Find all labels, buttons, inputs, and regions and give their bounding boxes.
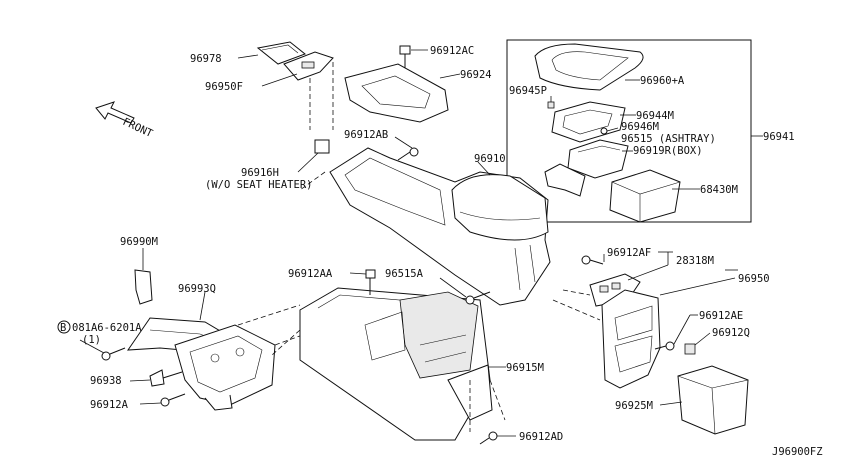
label-96925M: 96925M	[615, 400, 653, 412]
label-96941: 96941	[763, 131, 795, 143]
front-arrow-icon: FRONT	[95, 101, 155, 141]
part-96912AD-screw	[479, 431, 498, 445]
label-96515A: 96515A	[385, 268, 424, 280]
bolt-symbol: B	[60, 322, 66, 334]
label-96912AC: 96912AC	[430, 45, 474, 57]
part-96945P-clip	[547, 101, 555, 109]
label-96916H-note: (W/O SEAT HEATER)	[205, 179, 312, 191]
part-96912AB-screw	[397, 147, 419, 161]
part-96912Q-clip	[684, 343, 696, 355]
part-96910-console	[329, 147, 551, 306]
label-96919R: 96919R(BOX)	[633, 145, 703, 157]
label-96946M: 96946M	[621, 121, 659, 133]
label-96515-ashtray: 96515 (ASHTRAY)	[621, 133, 716, 145]
circled-b-icon: B	[57, 320, 71, 334]
label-96950F: 96950F	[205, 81, 243, 93]
part-96916H	[314, 139, 330, 154]
label-96912AB: 96912AB	[344, 129, 388, 141]
label-081A6-qty: (1)	[82, 334, 101, 346]
front-label: FRONT	[121, 116, 155, 141]
label-28318M: 28318M	[676, 255, 714, 267]
label-96938: 96938	[90, 375, 122, 387]
part-96938-pin	[149, 369, 183, 387]
part-frame-assembly	[174, 324, 276, 411]
label-96912AA: 96912AA	[288, 268, 333, 280]
part-96946M-screw	[600, 127, 619, 135]
label-96993Q: 96993Q	[178, 283, 216, 295]
part-96515A-screw	[465, 291, 491, 305]
diagram-code: J96900FZ	[772, 446, 823, 458]
part-68430M-bin	[609, 169, 681, 223]
label-96950: 96950	[738, 273, 770, 285]
part-96912AF-screw	[581, 255, 604, 265]
label-96978: 96978	[190, 53, 222, 65]
part-96912AE-screw	[654, 341, 675, 351]
part-081A6-bolt	[101, 347, 126, 361]
label-96912AD: 96912AD	[519, 431, 563, 443]
part-kit-bracket	[544, 163, 586, 197]
label-96945P: 96945P	[509, 85, 547, 97]
part-96944M-panel	[551, 101, 626, 143]
part-96950-bezel	[601, 289, 661, 389]
label-96912Q: 96912Q	[712, 327, 750, 339]
part-96950F-bracket	[283, 51, 334, 81]
label-96960A: 96960+A	[640, 75, 685, 87]
part-96924-trim	[344, 63, 449, 123]
kit-box	[506, 39, 752, 223]
label-96912AE: 96912AE	[699, 310, 743, 322]
part-console-base	[299, 287, 491, 441]
label-96910: 96910	[474, 153, 506, 165]
label-96990M: 96990M	[120, 236, 158, 248]
label-96924: 96924	[460, 69, 492, 81]
label-081A6: 081A6-6201A	[72, 322, 142, 334]
part-96925M-bin	[677, 365, 749, 435]
part-96960A-lid	[534, 43, 644, 91]
label-96944M: 96944M	[636, 110, 674, 122]
part-96912A-screw	[160, 393, 186, 407]
part-96990M-clip	[134, 269, 153, 305]
label-96912A: 96912A	[90, 399, 129, 411]
label-68430M: 68430M	[700, 184, 738, 196]
label-96916H: 96916H	[241, 167, 279, 179]
label-96915M: 96915M	[506, 362, 544, 374]
label-96912AF: 96912AF	[607, 247, 651, 259]
part-96978-pad	[256, 41, 307, 65]
